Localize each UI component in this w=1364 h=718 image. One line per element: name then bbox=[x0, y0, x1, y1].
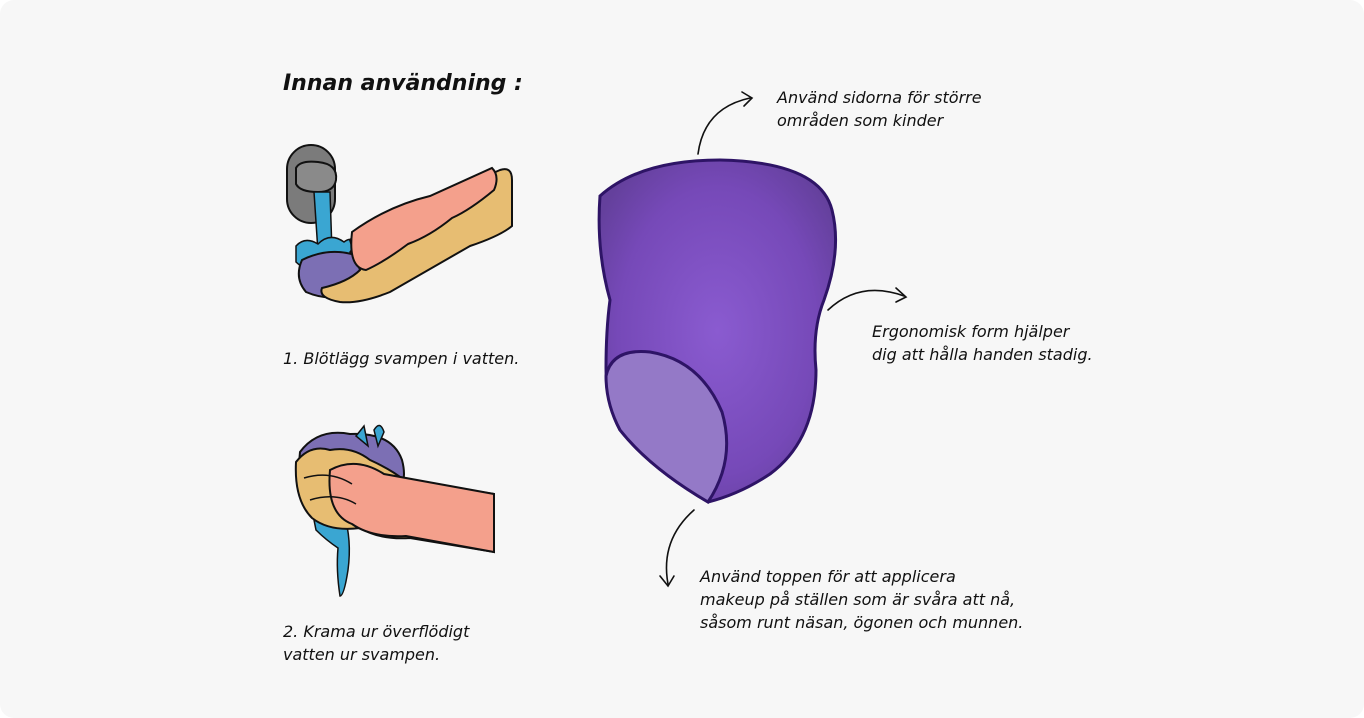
squeezing-hand-front bbox=[328, 463, 495, 554]
sponge-illustration bbox=[597, 158, 838, 505]
step-2-line-2: vatten ur svampen. bbox=[283, 645, 441, 664]
callout-arrows bbox=[659, 91, 908, 588]
callout-tip: Använd toppen för att applicera makeup p… bbox=[700, 565, 1023, 634]
callout-ergonomic-line-1: Ergonomisk form hjälper bbox=[872, 322, 1070, 341]
front-hand bbox=[350, 166, 498, 272]
water-drop-top-2 bbox=[373, 424, 385, 449]
callout-tip-line-3: såsom runt näsan, ögonen och munnen. bbox=[700, 613, 1024, 632]
callout-sides-line-2: områden som kinder bbox=[777, 111, 944, 130]
step-1-caption: 1. Blötlägg svampen i vatten. bbox=[283, 347, 519, 370]
callout-tip-line-2: makeup på ställen som är svåra att nå, bbox=[700, 590, 1016, 609]
finger-line-2 bbox=[309, 496, 357, 505]
arrow-ergonomic-head bbox=[895, 287, 908, 303]
finger-line-1 bbox=[303, 474, 353, 485]
faucet-rinse-illustration bbox=[286, 144, 513, 304]
arrow-tip bbox=[665, 509, 695, 585]
callout-sides-line-1: Använd sidorna för större bbox=[777, 88, 982, 107]
step-2-line-1: 2. Krama ur överflödigt bbox=[283, 622, 470, 641]
arrow-ergonomic bbox=[827, 289, 905, 311]
squeeze-illustration bbox=[294, 424, 495, 597]
arrow-sides bbox=[697, 97, 751, 155]
step-1-line-1: 1. Blötlägg svampen i vatten. bbox=[283, 349, 520, 368]
arrow-sides-head bbox=[741, 91, 754, 107]
callout-tip-line-1: Använd toppen för att applicera bbox=[700, 567, 956, 586]
callout-ergonomic-line-2: dig att hålla handen stadig. bbox=[872, 345, 1093, 364]
heading: Innan användning : bbox=[283, 71, 523, 96]
sponge-flat-tip bbox=[604, 350, 729, 505]
callout-ergonomic: Ergonomisk form hjälper dig att hålla ha… bbox=[872, 320, 1093, 366]
water-drop-top bbox=[354, 424, 370, 448]
callout-sides: Använd sidorna för större områden som ki… bbox=[777, 86, 982, 132]
step-2-caption: 2. Krama ur överflödigt vatten ur svampe… bbox=[283, 620, 469, 666]
arrow-tip-head bbox=[659, 575, 675, 588]
faucet-spout bbox=[295, 160, 338, 194]
